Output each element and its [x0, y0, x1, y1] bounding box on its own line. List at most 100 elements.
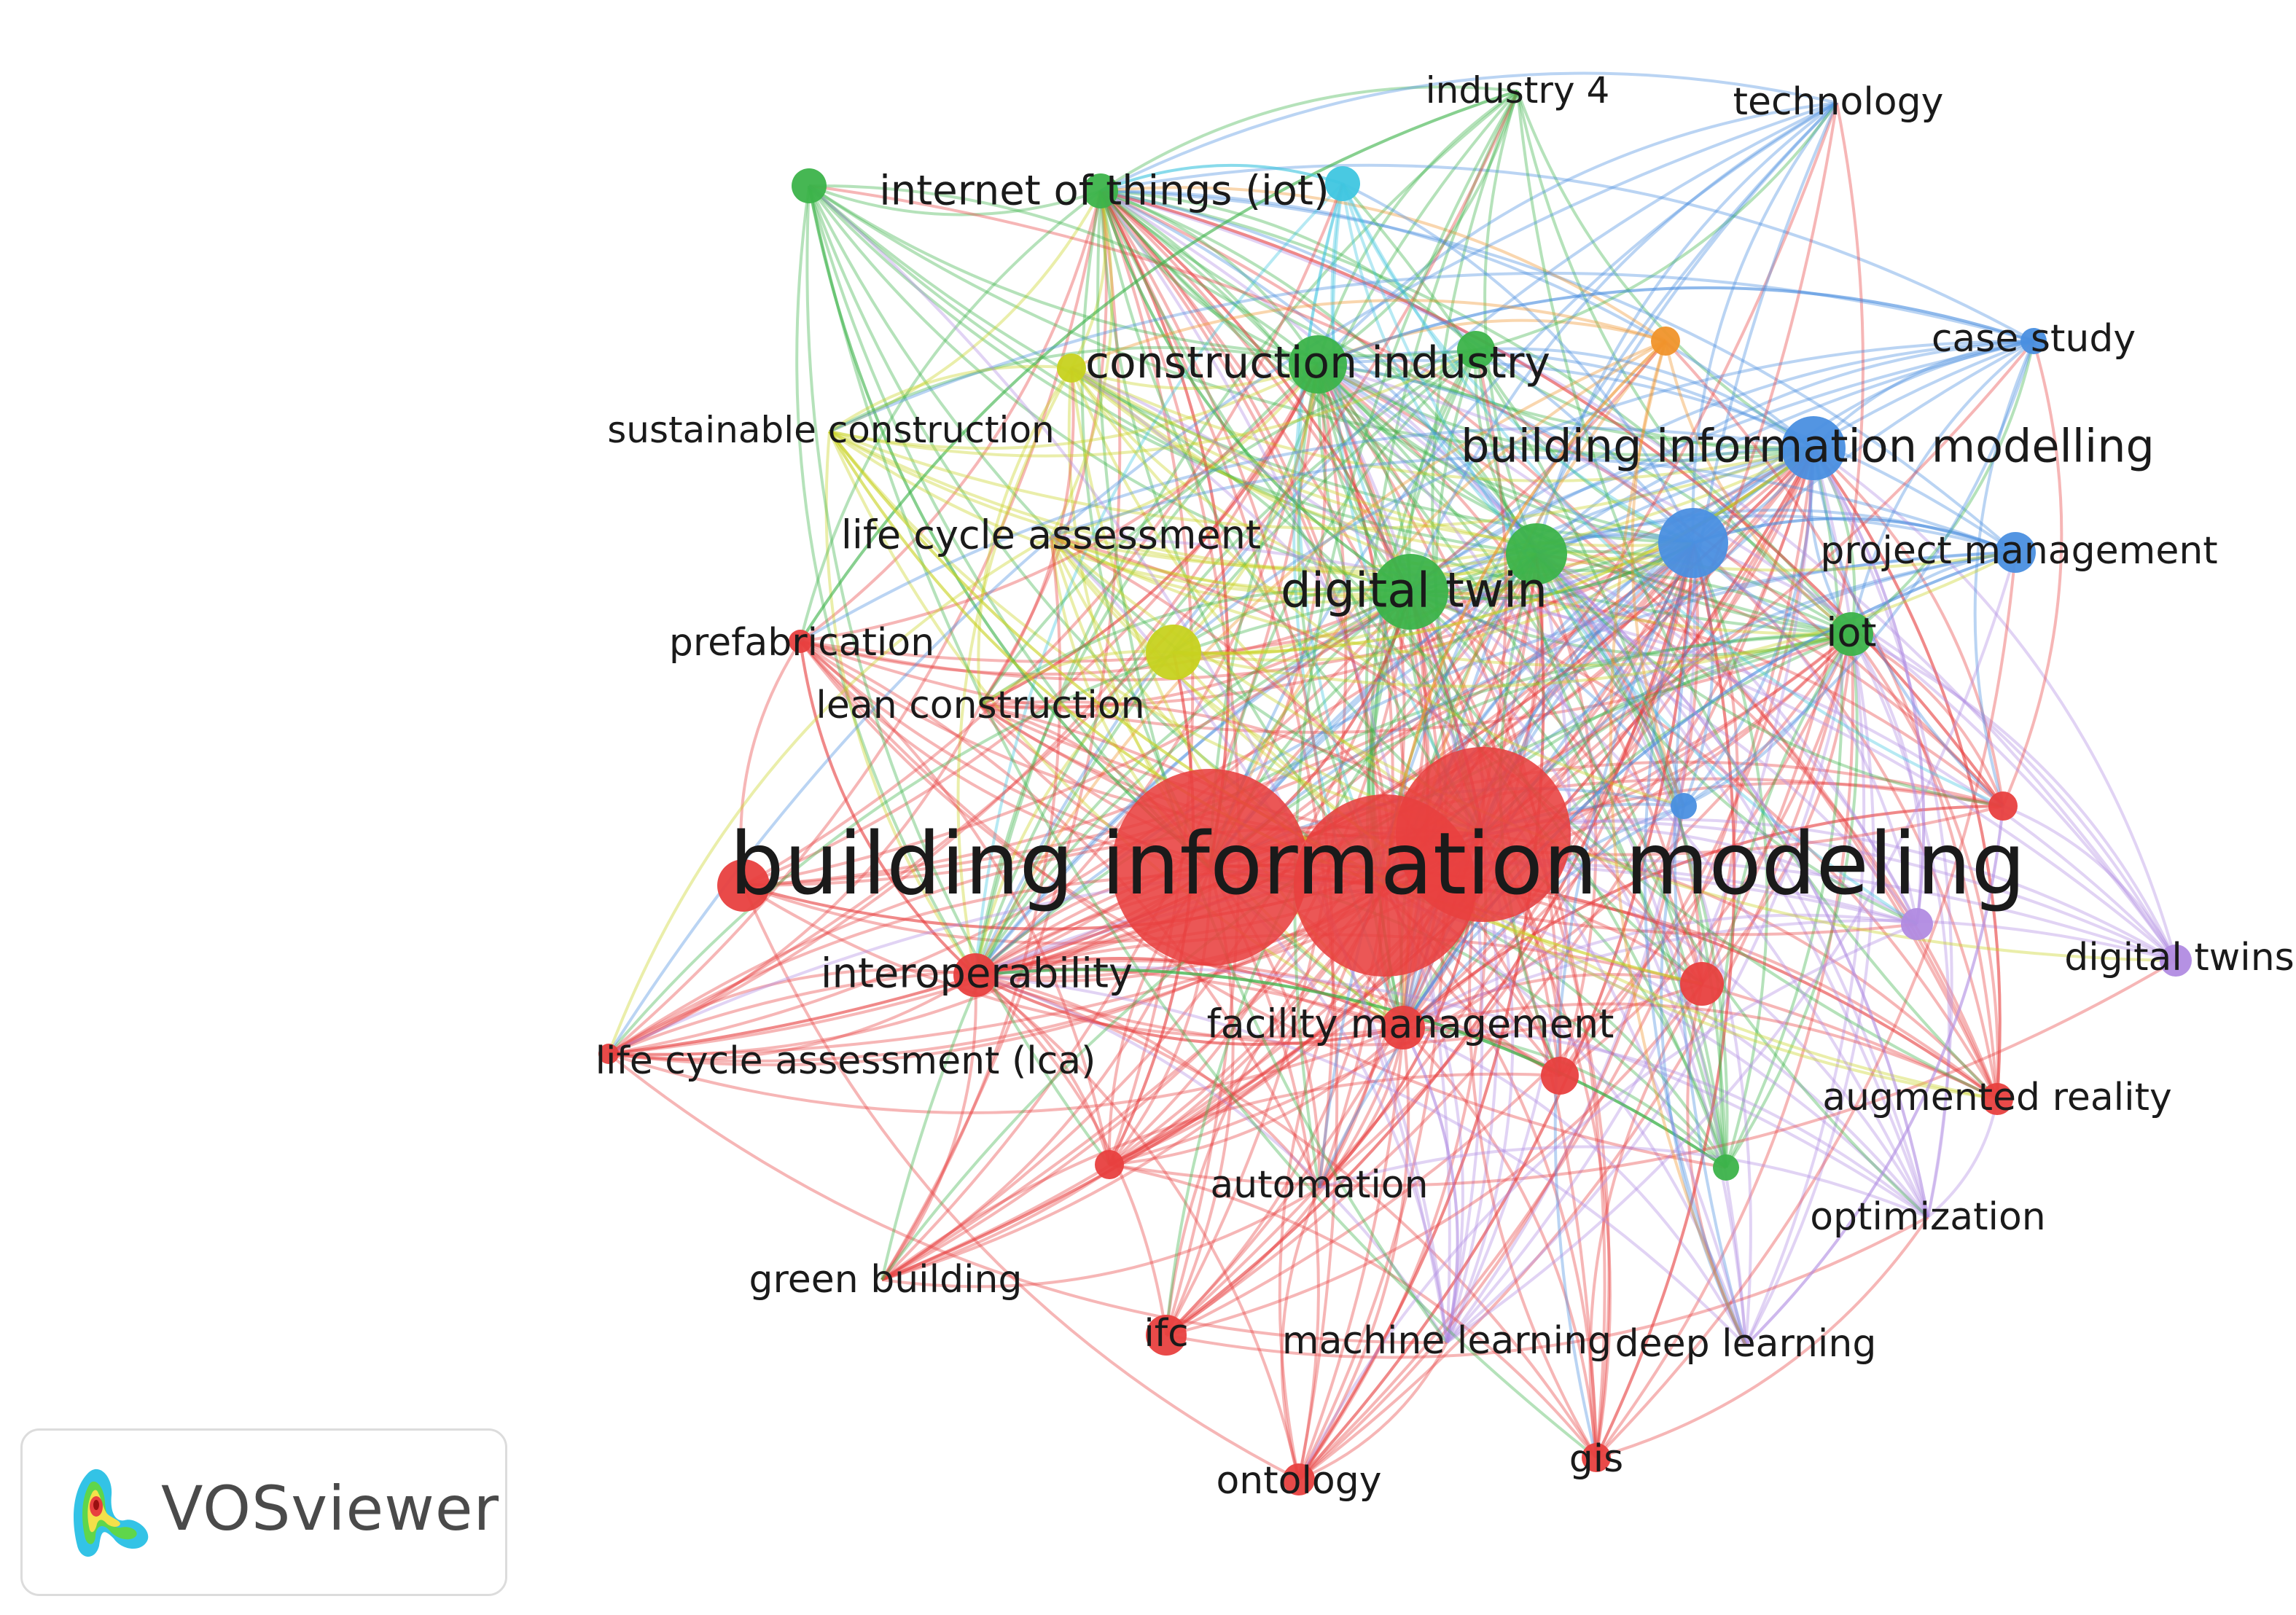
network-edge — [1700, 102, 1864, 985]
network-edge — [974, 348, 1477, 976]
network-edge — [1535, 553, 1598, 1076]
node-blue_a[interactable] — [1658, 508, 1728, 578]
network-edge — [799, 640, 1727, 1169]
node-purple_a[interactable] — [1901, 908, 1933, 940]
label-gis[interactable]: gis — [1569, 1437, 1624, 1481]
network-edge — [975, 974, 1404, 1046]
network-edge — [800, 541, 1694, 681]
node-red_b[interactable] — [1680, 962, 1724, 1006]
node-red_a[interactable] — [717, 859, 770, 912]
network-edge — [1402, 542, 1695, 1029]
label-automation[interactable]: automation — [1210, 1163, 1428, 1207]
node-interop[interactable] — [953, 953, 997, 997]
node-yellow_b[interactable] — [1057, 353, 1086, 383]
node-projmgmt[interactable] — [1995, 532, 2036, 573]
label-ontology[interactable]: ontology — [1216, 1459, 1381, 1503]
node-prefab[interactable] — [789, 630, 812, 653]
label-optim[interactable]: optimization — [1810, 1195, 2046, 1239]
network-edge — [1483, 90, 1538, 555]
network-edge — [1317, 363, 1538, 555]
network-edge — [1172, 651, 1998, 1100]
label-bim[interactable]: building information modeling — [730, 813, 2026, 914]
label-lifecycle[interactable]: life cycle assessment — [841, 512, 1261, 558]
network-edge — [1409, 101, 1838, 593]
node-bim3[interactable] — [1396, 747, 1571, 922]
label-ifc[interactable]: ifc — [1144, 1312, 1188, 1356]
label-facility[interactable]: facility management — [1207, 1001, 1614, 1047]
node-red_e[interactable] — [1988, 791, 2018, 821]
network-edge — [979, 348, 1477, 707]
node-blue_b[interactable] — [1671, 793, 1697, 819]
network-edge — [1535, 552, 1999, 1100]
network-edge — [1330, 183, 1412, 593]
label-prefab[interactable]: prefabrication — [669, 621, 934, 665]
node-constr[interactable] — [1289, 335, 1347, 394]
label-augmented[interactable]: augmented reality — [1822, 1076, 2172, 1119]
node-lcalca[interactable] — [598, 1044, 619, 1064]
node-green_d[interactable] — [1713, 1154, 1739, 1181]
network-edge — [1099, 189, 1485, 835]
label-green[interactable]: green building — [749, 1258, 1023, 1302]
network-edge — [1070, 367, 1684, 808]
network-edge — [980, 364, 1319, 707]
network-edge — [808, 184, 1411, 593]
node-orange_a[interactable] — [1651, 326, 1680, 356]
network-edge — [975, 959, 1561, 1077]
network-edge — [1100, 189, 1538, 555]
network-edge — [1402, 1027, 1459, 1343]
node-iot[interactable] — [1830, 612, 1873, 656]
network-edge — [1297, 1027, 1410, 1481]
label-projmgmt[interactable]: project management — [1820, 529, 2217, 573]
network-edge — [1402, 913, 1918, 1029]
node-bim[interactable] — [1112, 769, 1308, 966]
label-casestudy[interactable]: case study — [1932, 317, 2136, 361]
label-sustain[interactable]: sustainable construction — [607, 409, 1054, 451]
node-iotthings[interactable] — [1083, 173, 1118, 208]
label-ml[interactable]: machine learning — [1282, 1319, 1612, 1363]
network-edge — [742, 884, 1404, 1039]
network-edge — [1341, 183, 1538, 555]
network-edge — [1317, 363, 1853, 636]
label-interop[interactable]: interoperability — [821, 950, 1133, 998]
network-edge — [1070, 367, 1411, 593]
label-industry4[interactable]: industry 4 — [1426, 69, 1610, 112]
label-iotthings[interactable]: internet of things (iot) — [879, 168, 1329, 215]
node-augmented[interactable] — [1981, 1083, 2013, 1115]
label-bimling[interactable]: building information modelling — [1461, 420, 2155, 473]
node-facility[interactable] — [1381, 1006, 1425, 1049]
node-gis[interactable] — [1582, 1443, 1611, 1472]
node-ontology[interactable] — [1283, 1463, 1315, 1495]
node-bimling[interactable] — [1781, 416, 1846, 480]
label-lean[interactable]: lean construction — [816, 684, 1144, 727]
network-edge — [808, 184, 1477, 358]
label-iot[interactable]: iot — [1826, 610, 1876, 656]
label-technology[interactable]: technology — [1733, 80, 1944, 124]
node-green_b[interactable] — [1506, 523, 1567, 584]
label-constr[interactable]: construction industry — [1085, 337, 1550, 388]
label-digitaltwins[interactable]: digital twins — [2064, 936, 2295, 979]
network-edge — [1535, 340, 2034, 555]
node-green_c[interactable] — [1457, 331, 1495, 369]
node-cyan_a[interactable] — [1325, 166, 1360, 201]
node-red_c[interactable] — [1541, 1057, 1579, 1095]
network-edge — [1099, 189, 1335, 1189]
label-lcalca[interactable]: life cycle assessment (lca) — [596, 1039, 1096, 1083]
network-edge — [975, 968, 1727, 1169]
network-edge — [1850, 633, 1922, 925]
label-dl[interactable]: deep learning — [1615, 1322, 1877, 1366]
network-edge — [608, 974, 977, 1061]
node-ifc[interactable] — [1146, 1315, 1187, 1356]
node-green_a[interactable] — [792, 168, 827, 203]
network-edge — [975, 933, 1998, 1100]
node-yellow_a[interactable] — [1146, 625, 1201, 680]
label-digitaltwin[interactable]: digital twin — [1281, 563, 1547, 619]
node-digitaltwins[interactable] — [2160, 945, 2192, 977]
node-red_d[interactable] — [1095, 1150, 1124, 1179]
network-edge — [1297, 633, 1853, 1481]
node-casestudy[interactable] — [2020, 328, 2047, 354]
node-digitaltwin[interactable] — [1372, 554, 1448, 630]
network-edge — [1850, 633, 1999, 1100]
network-edge — [881, 553, 1538, 1281]
vosviewer-logo[interactable]: VOSviewer — [20, 1428, 507, 1596]
network-edge — [1643, 542, 1747, 1346]
